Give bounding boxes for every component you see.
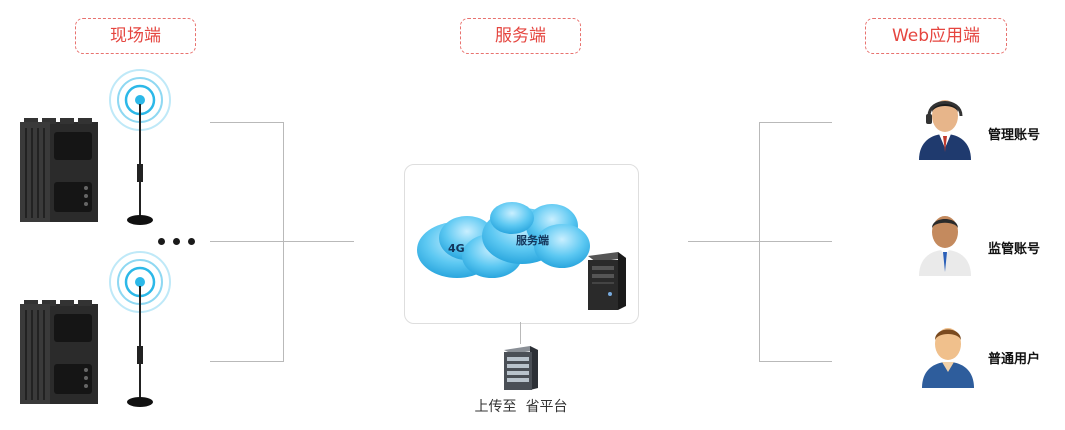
upload-connector-line (520, 322, 521, 344)
antenna-2 (109, 251, 171, 407)
admin-user-icon (919, 100, 971, 160)
supervisor-user-icon (919, 216, 971, 276)
right-line-middle (688, 241, 832, 242)
field-section-tag: 现场端 (75, 18, 196, 54)
field-device-2 (20, 300, 98, 404)
server-section-label: 服务端 (495, 26, 546, 46)
right-line-top (759, 122, 832, 123)
regular-user-icon (922, 328, 974, 388)
web-section-label: Web应用端 (891, 26, 981, 46)
more-devices-ellipsis (158, 238, 198, 246)
right-line-bottom (759, 361, 832, 362)
role-label-regular: 普通用户 (988, 352, 1041, 367)
cloud-label-server: 服务端 (516, 233, 549, 247)
field-device-1 (20, 118, 98, 222)
left-line-top (210, 122, 284, 123)
upload-label: 上传至 省平台 (474, 399, 568, 415)
web-section-tag: Web应用端 (865, 18, 1007, 54)
left-bracket-vertical (283, 122, 284, 362)
role-label-supervisor: 监管账号 (988, 242, 1041, 257)
field-section-label: 现场端 (110, 26, 161, 46)
server-tower-icon (588, 252, 626, 310)
left-line-middle (210, 241, 354, 242)
server-section-tag: 服务端 (460, 18, 581, 54)
server-cloud (482, 202, 590, 268)
provincial-server-icon (504, 346, 538, 390)
right-bracket-vertical (759, 122, 760, 362)
left-line-bottom (210, 361, 284, 362)
antenna-1 (109, 69, 171, 225)
cloud-label-network: 4G (448, 242, 465, 255)
role-label-admin: 管理账号 (988, 128, 1041, 143)
network-clouds: 4G 服务端 (417, 202, 590, 278)
